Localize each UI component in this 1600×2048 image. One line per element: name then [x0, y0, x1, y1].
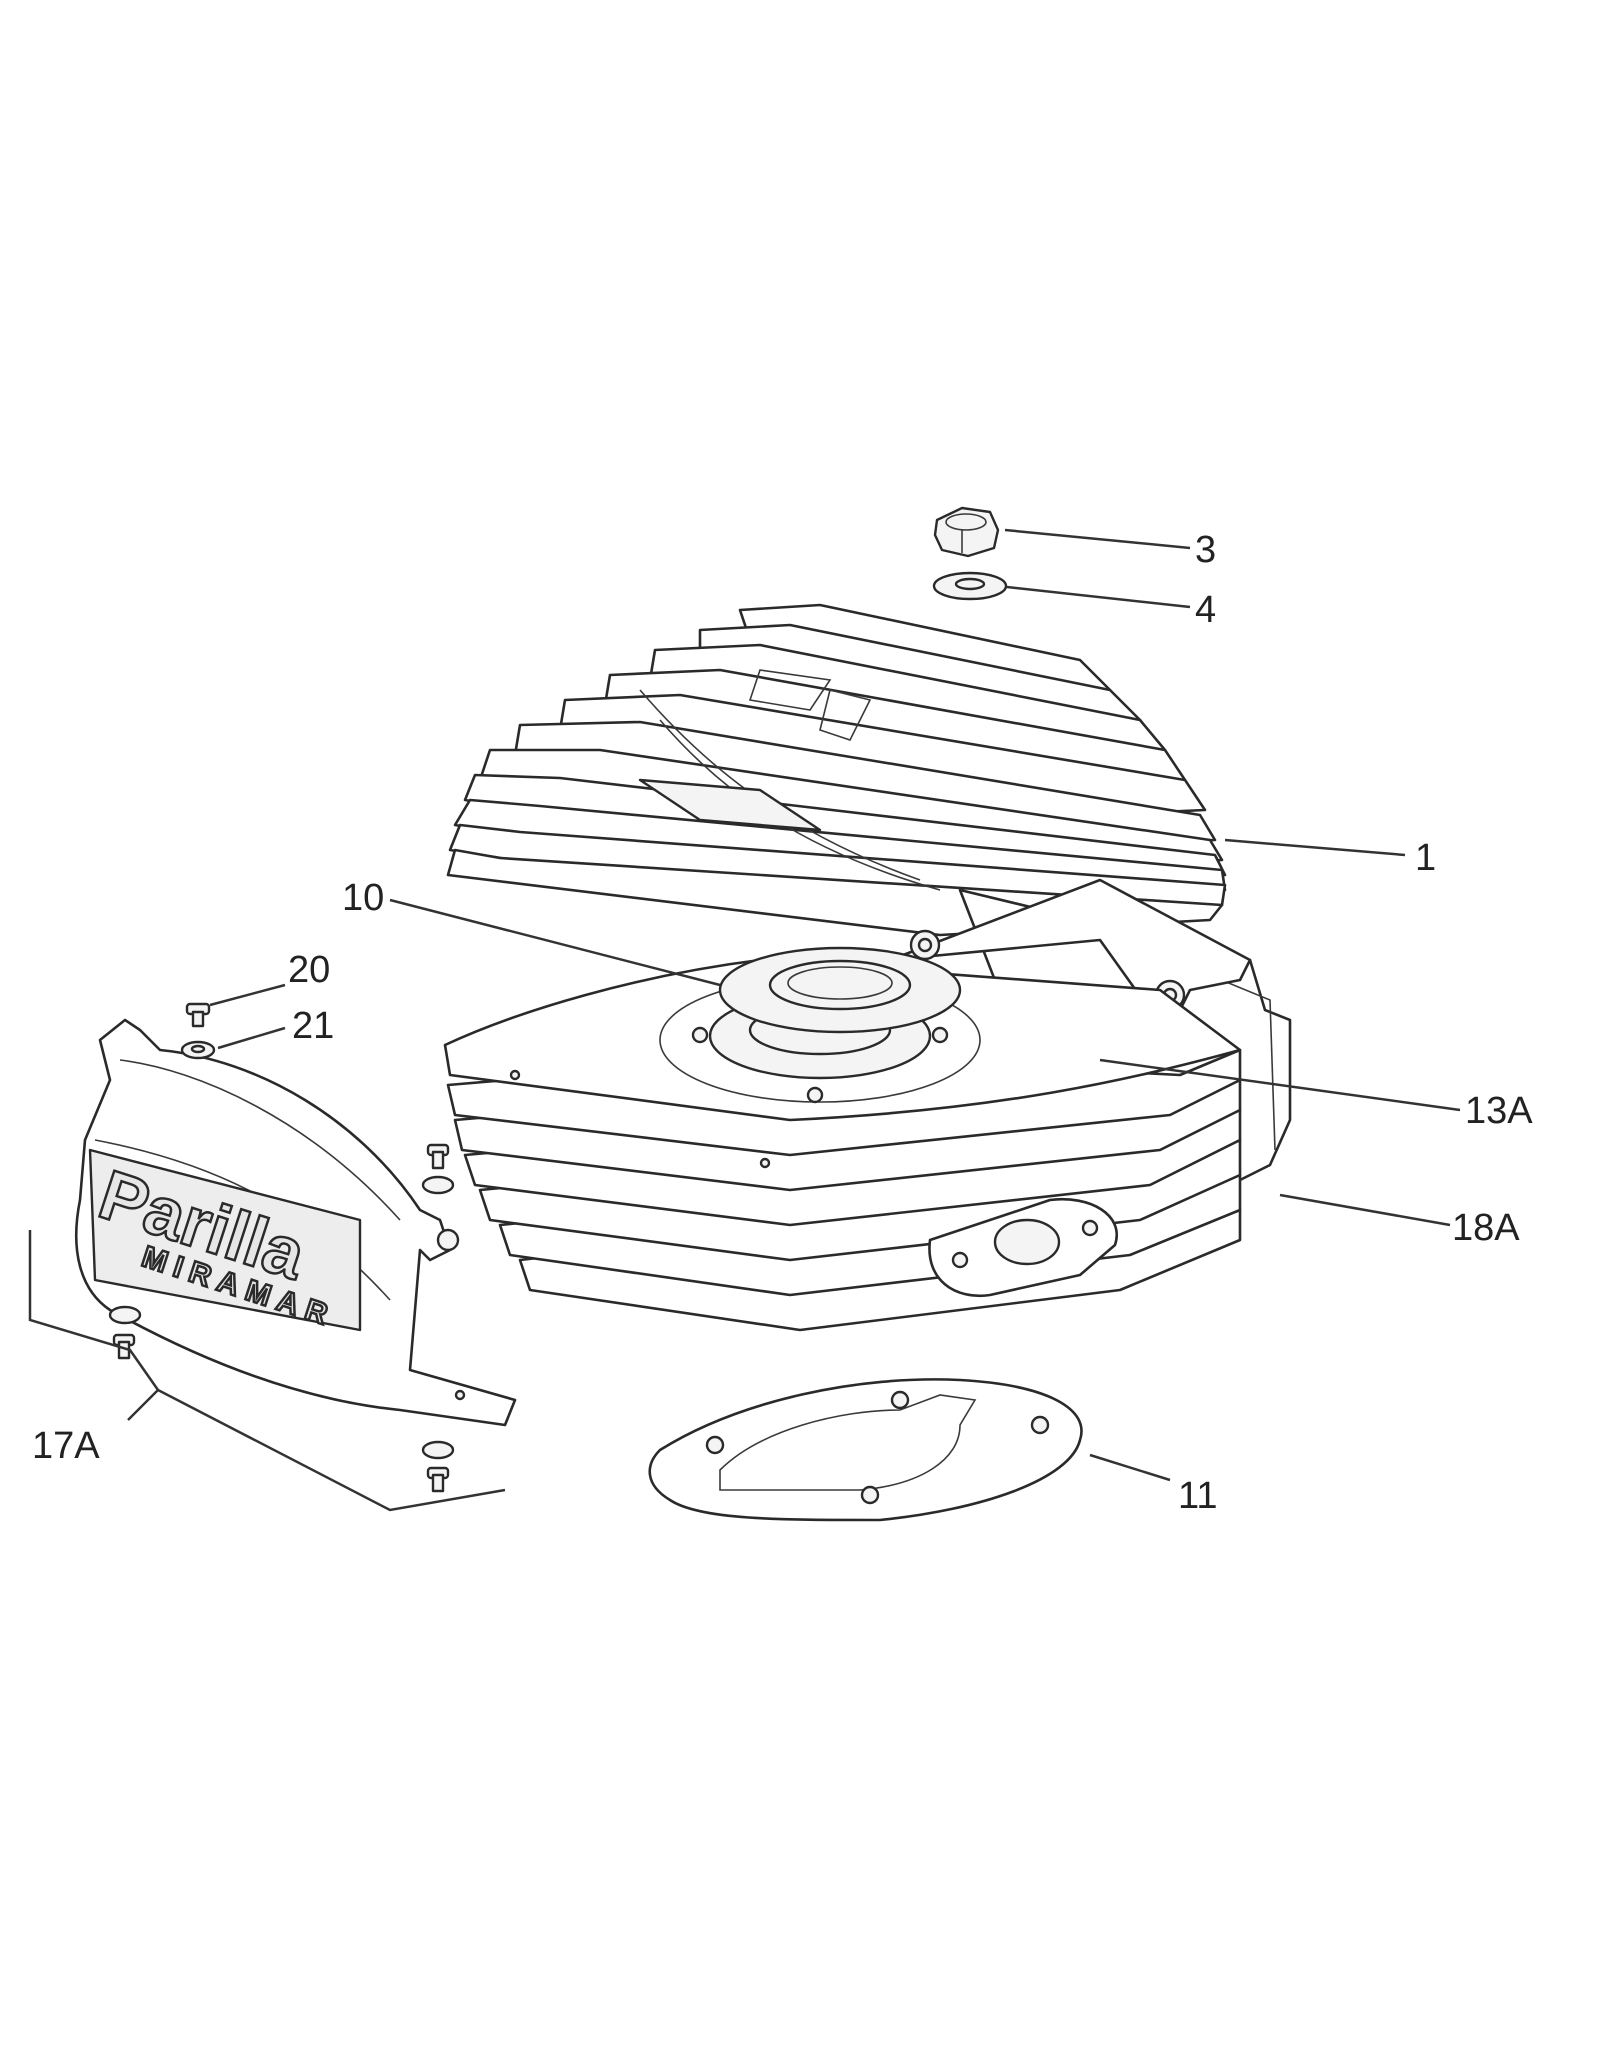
front-cover-part: Parilla MIRAMAR: [74, 1018, 517, 1427]
screw-20-part: [185, 1002, 211, 1028]
washer-21-part: [180, 1040, 216, 1060]
callout-13A: 13A: [1465, 1090, 1533, 1132]
callout-4: 4: [1195, 589, 1216, 631]
callout-20: 20: [288, 949, 330, 991]
callout-18A: 18A: [1452, 1207, 1520, 1249]
callout-17A: 17A: [32, 1425, 100, 1467]
nut-part: [933, 506, 1000, 558]
callout-1: 1: [1415, 837, 1436, 879]
base-gasket-part: [648, 1378, 1083, 1522]
washer-part: [932, 571, 1008, 601]
callout-3: 3: [1195, 529, 1216, 571]
callout-11: 11: [1178, 1475, 1217, 1517]
callout-labels: 3 4 1 10 13A 18A 11 20 21 17A: [32, 529, 1533, 1517]
cylinder-head-part: [446, 603, 1227, 937]
leader-lines: [28, 528, 1461, 1512]
callout-10: 10: [342, 877, 384, 919]
cover-screws: [108, 1143, 455, 1493]
callout-21: 21: [292, 1005, 334, 1047]
cylinder-barrel-part: [443, 958, 1242, 1332]
head-gasket-part: [718, 946, 962, 1034]
